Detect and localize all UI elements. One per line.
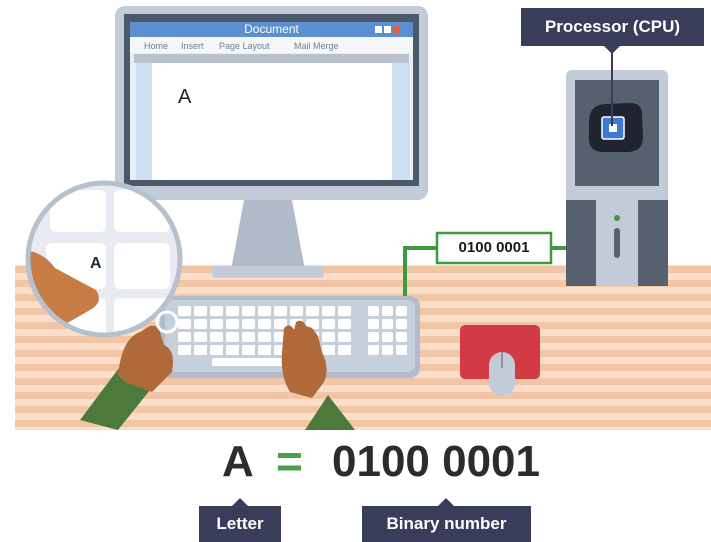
typed-letter: A	[178, 86, 192, 108]
menu-insert: Insert	[181, 41, 204, 51]
keyboard-key	[382, 345, 393, 355]
keyboard-key	[210, 345, 223, 355]
keyboard-key	[382, 306, 393, 316]
keyboard-key	[382, 319, 393, 329]
keyboard-key	[306, 319, 319, 329]
document-window-title: Document	[244, 22, 299, 36]
keyboard-key	[306, 306, 319, 316]
keyboard-key	[382, 332, 393, 342]
keyboard-key	[242, 345, 255, 355]
keyboard-key	[368, 332, 379, 342]
keyboard-key	[194, 319, 207, 329]
keyboard-key	[258, 306, 271, 316]
processor-callout: Processor (CPU)	[521, 8, 704, 46]
equation-letter: A	[222, 437, 254, 486]
keyboard-key	[338, 306, 351, 316]
menu-home: Home	[144, 41, 169, 51]
magnifier	[25, 180, 183, 338]
magnified-key-letter: A	[90, 255, 102, 272]
keyboard-key	[396, 319, 407, 329]
keyboard-key	[396, 306, 407, 316]
keyboard-key	[274, 319, 287, 329]
keyboard-key	[368, 345, 379, 355]
keyboard-key	[226, 345, 239, 355]
keyboard-key	[338, 345, 351, 355]
menu-mail-merge: Mail Merge	[294, 41, 339, 51]
keyboard-key	[396, 332, 407, 342]
power-button	[402, 201, 414, 213]
binary-label-box	[435, 231, 553, 265]
keyboard-key	[226, 332, 239, 342]
keyboard-key	[290, 306, 303, 316]
mouse-pad	[460, 325, 540, 379]
mouse	[489, 352, 515, 396]
keyboard-key	[396, 345, 407, 355]
keyboard-key	[178, 306, 191, 316]
left-hand	[80, 325, 173, 430]
keyboard-key	[178, 345, 191, 355]
keyboard-key	[338, 332, 351, 342]
keyboard-key	[322, 319, 335, 329]
cpu-tower	[566, 70, 668, 286]
keyboard-key	[338, 319, 351, 329]
keyboard-key	[194, 345, 207, 355]
monitor	[115, 6, 428, 278]
keyboard-key	[258, 332, 271, 342]
keyboard-key	[242, 332, 255, 342]
keyboard-key	[322, 306, 335, 316]
keyboard-key	[322, 345, 335, 355]
keyboard-key	[274, 306, 287, 316]
keyboard-key	[242, 319, 255, 329]
binary-cable-label: 0100 0001	[458, 239, 530, 256]
keyboard-key	[368, 319, 379, 329]
keyboard-key	[210, 332, 223, 342]
keyboard-key	[178, 332, 191, 342]
keyboard-key	[194, 306, 207, 316]
data-wire	[403, 246, 437, 296]
keyboard-key	[258, 319, 271, 329]
binary-number-callout: Binary number	[362, 506, 531, 542]
keyboard-key	[210, 319, 223, 329]
equation-binary: 0100 0001	[332, 437, 540, 486]
keyboard-key	[368, 306, 379, 316]
keyboard-key	[194, 332, 207, 342]
keyboard-key	[242, 306, 255, 316]
keyboard-key	[210, 306, 223, 316]
right-hand	[281, 320, 355, 430]
keyboard-key	[226, 319, 239, 329]
menu-page-layout: Page Layout	[219, 41, 270, 51]
keyboard-key	[322, 332, 335, 342]
letter-callout: Letter	[199, 506, 281, 542]
keyboard-key	[178, 319, 191, 329]
keyboard-key	[258, 345, 271, 355]
equation-equals: =	[276, 435, 303, 487]
keyboard-key	[226, 306, 239, 316]
